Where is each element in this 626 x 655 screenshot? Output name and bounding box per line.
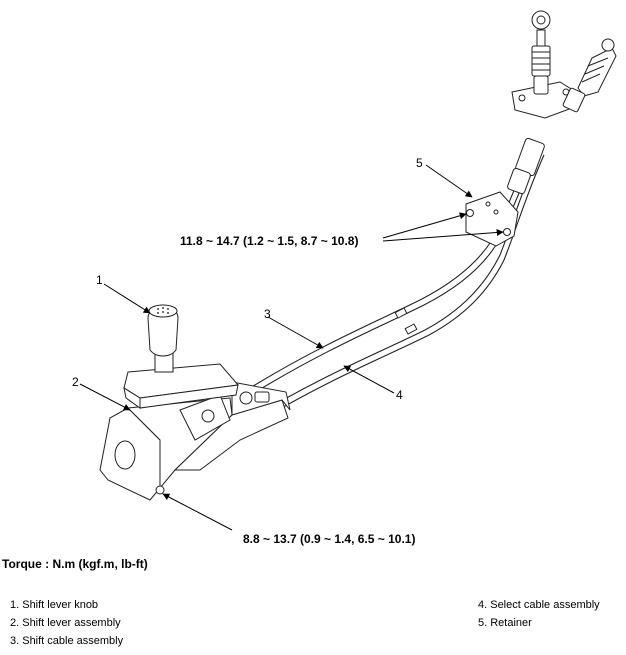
leader-4 — [343, 365, 395, 394]
legend-item: 3. Shift cable assembly — [10, 635, 124, 647]
legend-right: 4. Select cable assembly 5. Retainer — [478, 596, 600, 632]
leader-3 — [267, 316, 324, 349]
leader-torque-retainer-b — [382, 228, 504, 242]
cable-end-fittings — [507, 10, 617, 195]
callout-2: 2 — [72, 375, 79, 389]
torque-units-title: Torque : N.m (kgf.m, lb-ft) — [2, 557, 148, 571]
leader-5 — [425, 164, 473, 198]
shift-lever-knob — [147, 304, 179, 357]
legend-left: 1. Shift lever knob 2. Shift lever assem… — [10, 596, 123, 650]
legend-item: 2. Shift lever assembly — [10, 617, 121, 629]
select-cable — [261, 149, 545, 418]
shift-cable — [249, 159, 533, 394]
torque-spec-base: 8.8 ~ 13.7 (0.9 ~ 1.4, 6.5 ~ 10.1) — [243, 532, 415, 546]
leader-2 — [79, 383, 131, 411]
leader-torque-base — [162, 493, 233, 531]
leader-torque-retainer-a — [382, 212, 467, 239]
leader-1 — [103, 283, 151, 314]
retainer — [465, 191, 519, 247]
legend-item: 5. Retainer — [478, 617, 532, 629]
torque-spec-retainer: 11.8 ~ 14.7 (1.2 ~ 1.5, 8.7 ~ 10.8) — [180, 234, 358, 248]
callout-3: 3 — [264, 307, 271, 321]
shift-lever-cable-diagram: 1 2 3 4 5 11.8 ~ 14.7 (1.2 ~ 1.5, 8.7 ~ … — [72, 10, 617, 546]
legend-item: 1. Shift lever knob — [10, 599, 99, 611]
callout-4: 4 — [396, 388, 403, 402]
shift-lever-assembly — [99, 351, 291, 501]
callout-1: 1 — [96, 273, 103, 287]
callout-5: 5 — [416, 156, 423, 170]
legend-item: 4. Select cable assembly — [478, 599, 600, 611]
